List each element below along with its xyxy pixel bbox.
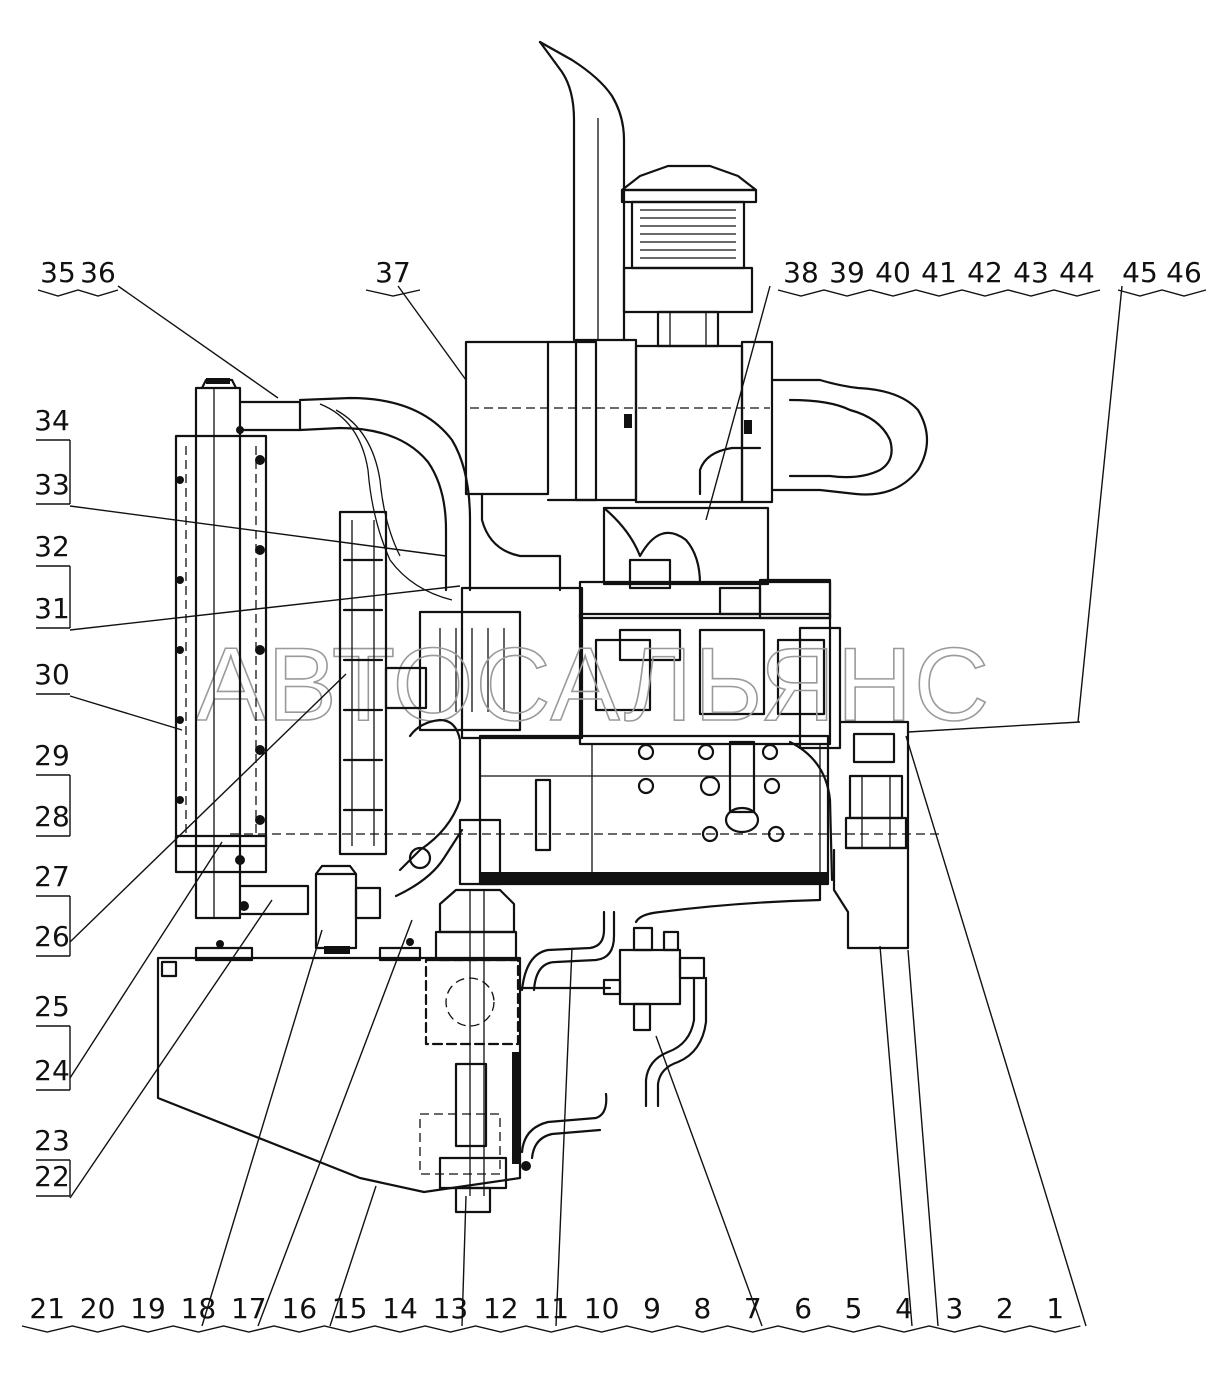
callout-15: 15	[332, 1292, 368, 1325]
callout-44: 44	[1059, 256, 1095, 289]
callout-31: 31	[34, 592, 70, 625]
callout-41: 41	[921, 256, 957, 289]
callout-27: 27	[34, 860, 70, 893]
callout-19: 19	[130, 1292, 166, 1325]
radiator	[174, 378, 310, 920]
callout-35: 35	[40, 256, 76, 289]
callout-21: 21	[29, 1292, 65, 1325]
callout-30: 30	[34, 658, 70, 691]
callout-20: 20	[80, 1292, 116, 1325]
callout-46: 46	[1166, 256, 1202, 289]
callout-40: 40	[875, 256, 911, 289]
callout-38: 38	[783, 256, 819, 289]
callout-8: 8	[693, 1292, 711, 1325]
tank-pump	[434, 888, 518, 1196]
control-valve	[602, 926, 708, 1108]
right-accessory	[788, 720, 910, 950]
hydraulic-tank	[156, 938, 531, 1214]
callout-bracket	[1117, 289, 1207, 297]
intake-manifold	[480, 492, 832, 620]
exhaust-stack	[538, 40, 626, 342]
callout-39: 39	[829, 256, 865, 289]
callout-16: 16	[281, 1292, 317, 1325]
callout-2: 2	[996, 1292, 1014, 1325]
callout-7: 7	[744, 1292, 762, 1325]
callout-18: 18	[181, 1292, 217, 1325]
air-intake-housing	[464, 338, 928, 504]
callout-5: 5	[845, 1292, 863, 1325]
callout-bracket	[21, 1325, 1081, 1333]
callout-bracket	[777, 289, 1101, 297]
callout-24: 24	[34, 1054, 70, 1087]
callout-10: 10	[584, 1292, 620, 1325]
air-filter-cap	[620, 164, 758, 348]
callout-9: 9	[643, 1292, 661, 1325]
callout-28: 28	[34, 800, 70, 833]
callout-37: 37	[375, 256, 411, 289]
callout-3: 3	[945, 1292, 963, 1325]
callout-group-top-right: 38 39 40 41 42 43 44	[777, 256, 1101, 297]
callout-17: 17	[231, 1292, 267, 1325]
callout-23: 23	[34, 1124, 70, 1157]
callout-43: 43	[1013, 256, 1049, 289]
lower-hose	[394, 718, 464, 898]
callout-13: 13	[433, 1292, 469, 1325]
callout-36: 36	[80, 256, 116, 289]
callout-1: 1	[1046, 1292, 1064, 1325]
callout-25: 25	[34, 990, 70, 1023]
callout-33: 33	[34, 468, 70, 501]
callout-bracket	[365, 289, 421, 297]
callout-6: 6	[794, 1292, 812, 1325]
callout-group-top-mid: 37	[365, 256, 421, 297]
callout-22: 22	[34, 1160, 70, 1193]
callout-bracket	[37, 289, 119, 297]
leader-lines	[69, 285, 1123, 1327]
coolant-filter	[314, 864, 382, 954]
fan-shroud	[338, 510, 428, 856]
callout-42: 42	[967, 256, 1003, 289]
callout-11: 11	[533, 1292, 569, 1325]
callout-45: 45	[1122, 256, 1158, 289]
callout-14: 14	[382, 1292, 418, 1325]
callout-34: 34	[34, 404, 70, 437]
callout-12: 12	[483, 1292, 519, 1325]
callout-29: 29	[34, 739, 70, 772]
hydraulic-hoses	[518, 910, 616, 1160]
watermark-text: АВТОСАЛЬЯНС	[196, 627, 991, 743]
callout-4: 4	[895, 1292, 913, 1325]
callout-32: 32	[34, 530, 70, 563]
engine-block	[230, 586, 940, 924]
callout-26: 26	[34, 920, 70, 953]
